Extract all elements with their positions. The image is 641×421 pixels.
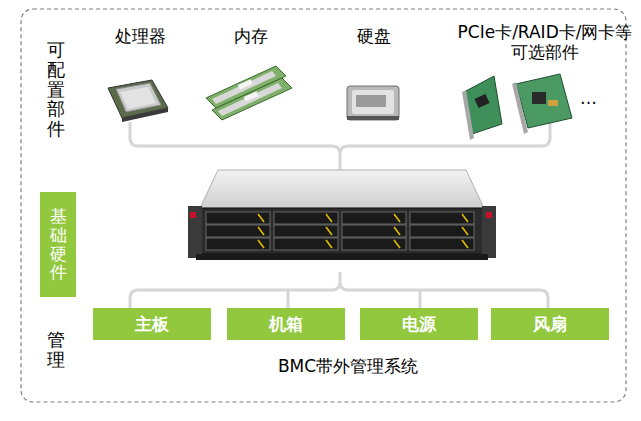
- bracket: [130, 272, 548, 308]
- category-box: 基础硬件: [40, 192, 76, 297]
- side-label: 管理: [47, 330, 65, 370]
- processor-picture: [108, 80, 168, 122]
- box-text: 机箱: [269, 314, 303, 334]
- box-text: 主板: [135, 314, 169, 334]
- server-picture: [188, 170, 496, 260]
- box-text: 基础硬件: [50, 207, 67, 282]
- box-text: 风扇: [533, 314, 567, 334]
- card-picture: [462, 74, 572, 140]
- part-label: PCIe卡/RAID卡/网卡等可选部件: [454, 22, 636, 63]
- managed-part-box: 电源: [360, 308, 478, 340]
- part-label: 处理器: [115, 26, 166, 46]
- part-label: 硬盘: [357, 26, 391, 46]
- side-label: 可配置部件: [47, 40, 65, 139]
- part-label: …: [580, 88, 597, 108]
- managed-part-box: 主板: [93, 308, 211, 340]
- managed-part-box: 风扇: [491, 308, 609, 340]
- part-label: 内存: [234, 26, 268, 46]
- memory-picture: [206, 66, 292, 120]
- part-label: BMC带外管理系统: [278, 356, 418, 376]
- dashed-frame: [21, 9, 626, 402]
- box-text: 电源: [402, 314, 436, 334]
- managed-part-box: 机箱: [227, 308, 345, 340]
- disk-picture: [347, 86, 399, 120]
